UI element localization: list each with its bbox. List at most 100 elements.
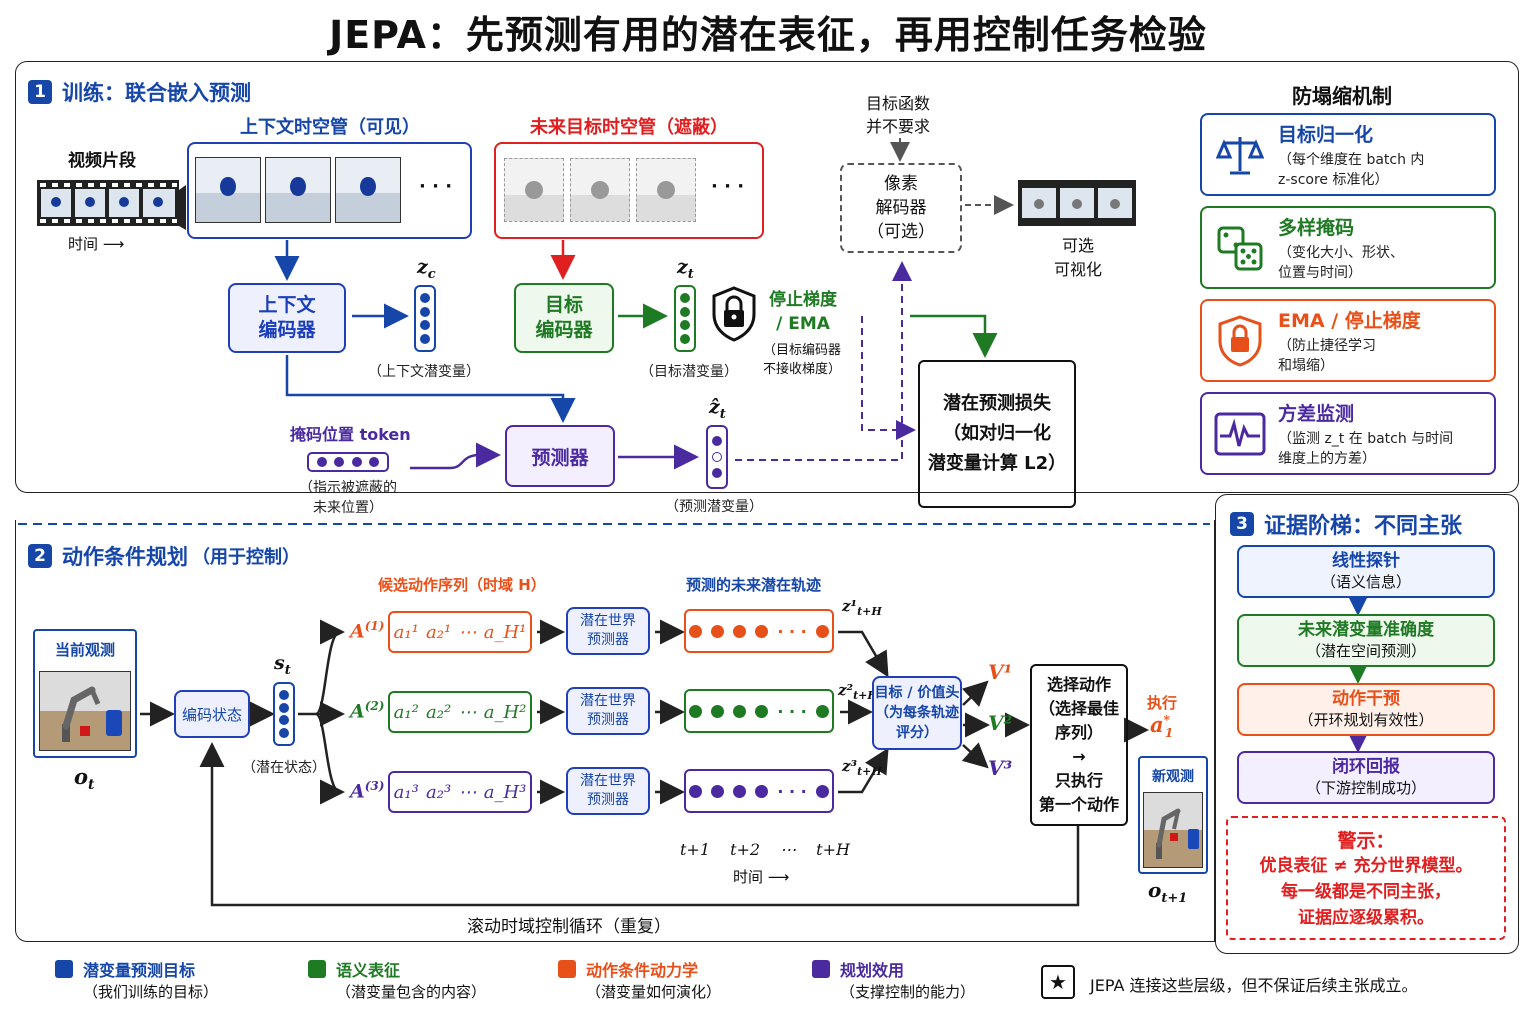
predicted-trajectory-label: 预测的未来潜在轨迹 [686,576,822,594]
predicted-trajectory: · · · [684,769,834,813]
context-ellipsis: · · · [419,176,453,197]
robot-scene-image [1143,792,1203,868]
page-title: JEPA：先预测有用的潜在表征，再用控制任务检验 [329,13,1207,57]
waveform-icon [1202,412,1278,456]
evidence-rung-linear-probe: 线性探针 （语义信息） [1237,545,1495,598]
legend-item: 规划效用（支撑控制的能力） [812,957,975,1002]
scale-icon [1202,131,1278,179]
rung-desc: （潜在空间预测） [1305,641,1426,660]
legend-title: 动作条件动力学 [586,961,699,980]
card-desc: （每个维度在 batch 内 z-score 标准化） [1278,151,1425,188]
rung-title: 线性探针 [1332,550,1400,571]
predicted-trajectory: · · · [684,689,834,733]
section3-title: 证据阶梯：不同主张 [1264,514,1463,539]
rung-title: 闭环回报 [1332,756,1400,777]
legend-desc: （潜变量如何演化） [586,983,722,1001]
candidates-label: 候选动作序列（时域 H） [378,576,546,594]
zc-symbol: zc [417,256,436,282]
rung-desc: （语义信息） [1320,572,1411,591]
a-star-symbol: a*1 [1150,712,1174,741]
time-axis-label: 时间 ⟶ [68,235,125,253]
section2-panel [15,520,1215,942]
robot-scene-image [39,671,131,751]
value-head-box: 目标 / 价值头 （为每条轨迹 评分） [872,676,962,750]
section2-title-suffix: （用于控制） [192,547,300,568]
select-action-box: 选择动作 （选择最佳 序列） → 只执行 第一个动作 [1030,664,1128,826]
time-tick: t+H [816,840,850,859]
target-frame [504,158,564,222]
context-latent-tokens [414,285,436,352]
video-clip-label: 视频片段 [68,151,136,171]
warning-title: 警示： [1337,829,1395,852]
legend-item: 语义表征 （潜变量包含的内容） [308,957,486,1002]
legend-swatch [55,960,73,978]
action-token: a_H³ [483,781,527,803]
section1-number: 1 [28,80,52,104]
anti-collapse-heading: 防塌缩机制 [1292,84,1392,108]
card-desc: （监测 z_t 在 batch 与时间 维度上的方差） [1278,430,1454,467]
target-ellipsis: · · · [711,176,745,197]
predicted-latent-tokens [706,425,728,489]
mask-token-desc: （指示被遮蔽的 未来位置） [299,480,397,516]
predictor: 预测器 [505,425,615,487]
value-score: V³ [988,756,1013,780]
legend-swatch [308,960,326,978]
latent-loss-box: 潜在预测损失 （如对归一化 潜变量计算 L2） [918,360,1076,508]
predicted-trajectory: · · · [684,609,834,653]
encode-state-box: 编码状态 [174,690,250,738]
zt-hat-symbol: ẑt [709,396,726,422]
legend-title: 潜变量预测目标 [83,961,196,980]
rolling-horizon-loop-label: 滚动时域控制循环（重复） [467,917,671,937]
section3-panel [1215,494,1519,954]
section2-heading: 2 动作条件规划 （用于控制） [28,541,300,571]
section2-title: 动作条件规划 [62,545,188,569]
candidate-label: A(2) [350,699,385,723]
target-latent-tokens [674,285,696,352]
value-score: V¹ [988,660,1013,684]
anti-collapse-card-ema: EMA / 停止梯度（防止捷径学习 和塌缩） [1200,299,1496,382]
latent-state-tokens [273,682,295,746]
current-observation-label: 当前观测 [54,641,115,659]
z-final-symbol: z³t+H [842,757,882,778]
world-model-predictor: 潜在世界 预测器 [566,687,650,735]
rung-desc: （下游控制成功） [1305,778,1426,797]
section1-heading: 1 训练：联合嵌入预测 [28,77,251,107]
card-title: 多样掩码 [1278,216,1355,239]
mask-tokens [307,452,389,472]
s-t-symbol: st [274,652,291,678]
mask-token-label: 掩码位置 token [290,425,411,444]
zt-symbol: zt [677,256,694,282]
star-icon: ★ [1041,965,1075,999]
card-title: 目标归一化 [1278,123,1374,146]
legend-title: 语义表征 [336,961,401,980]
legend-desc: （潜变量包含的内容） [336,983,487,1001]
action-token: a₁² [393,701,419,723]
section2-number: 2 [28,544,52,568]
rung-desc: （开环规划有效性） [1298,710,1434,729]
warning-body: 优良表征 ≠ 充分世界模型。 每一级都是不同主张， 证据应逐级累积。 [1259,855,1473,928]
anti-collapse-card-variance: 方差监测（监测 z_t 在 batch 与时间 维度上的方差） [1200,392,1496,475]
lock-icon [1202,314,1278,367]
rung-title: 动作干预 [1332,688,1400,709]
context-pipe: · · · [187,142,472,239]
target-latent-caption: （目标潜变量） [640,364,738,380]
target-pipe: · · · [494,142,764,239]
card-desc: （防止捷径学习 和塌缩） [1278,337,1376,374]
stopgrad-desc: （目标编码器 不接收梯度） [762,343,841,377]
legend-item: 动作条件动力学 （潜变量如何演化） [558,957,721,1002]
legend-swatch [812,960,830,978]
o-t-symbol: ot [74,764,95,794]
lock-icon [710,286,758,346]
latent-state-caption: （潜在状态） [242,760,326,776]
legend-item: 潜变量预测目标（我们训练的目标） [55,957,218,1002]
evidence-rung-intervention: 动作干预 （开环规划有效性） [1237,683,1495,736]
z-final-symbol: z²t+H [838,681,878,702]
legend-title: 规划效用 [840,961,905,980]
value-score: V² [988,711,1013,735]
target-frame [570,158,630,222]
objective-note: 目标函数 并不要求 [865,94,930,136]
action-token: ⋯ [458,781,477,803]
